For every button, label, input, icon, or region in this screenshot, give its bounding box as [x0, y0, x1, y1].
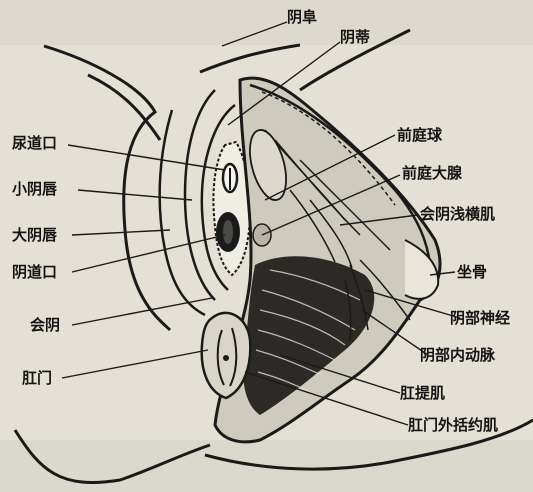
- label-bulb-of-vestibule: 前庭球: [397, 126, 442, 144]
- label-vaginal-orifice: 阴道口: [12, 263, 57, 281]
- label-mons-pubis: 阴阜: [287, 8, 317, 26]
- label-external-anal-sphincter: 肛门外括约肌: [408, 416, 498, 434]
- label-internal-pudendal-artery: 阴部内动脉: [420, 346, 495, 364]
- label-labia-majora: 大阴唇: [12, 226, 57, 244]
- label-perineum: 会阴: [30, 316, 60, 334]
- label-urethral-orifice: 尿道口: [12, 134, 57, 152]
- label-anus: 肛门: [22, 369, 52, 387]
- label-levator-ani: 肛提肌: [400, 384, 445, 402]
- label-greater-vestibular-gland: 前庭大腺: [402, 164, 462, 182]
- label-superficial-transverse-perineal: 会阴浅横肌: [420, 205, 495, 223]
- label-clitoris: 阴蒂: [340, 28, 370, 46]
- label-labia-minora: 小阴唇: [12, 180, 57, 198]
- label-pudendal-nerve: 阴部神经: [450, 309, 510, 327]
- label-ischium: 坐骨: [457, 263, 487, 281]
